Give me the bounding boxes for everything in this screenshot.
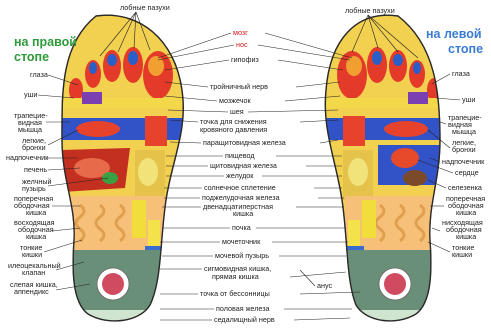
left-side-labels: глаза уши трапецие- видная мышца легкие,…: [6, 70, 61, 296]
right-foot: [62, 15, 187, 330]
label-trapezius-left-3: мышца: [452, 127, 476, 136]
label-transverse-colon-r-3: кишка: [26, 208, 46, 217]
label-bp-point-2: кровяного давления: [200, 125, 267, 134]
label-ears-right: уши: [24, 90, 37, 99]
label-liver: печень: [24, 165, 47, 174]
label-cecum-2: аппендикс: [14, 287, 49, 296]
label-anus: анус: [317, 281, 332, 290]
label-trapezius-right-3: мышца: [18, 125, 42, 134]
label-duodenum-2: кишка: [233, 209, 253, 218]
label-cerebellum: мозжечок: [219, 96, 251, 105]
left-foot-title-line2: стопе: [448, 42, 483, 56]
label-eyes-left: глаза: [452, 69, 470, 78]
label-heart: сердце: [455, 168, 479, 177]
left-foot: [322, 15, 447, 330]
heart-zone: [391, 148, 419, 168]
label-pancreas: поджелудочная железа: [202, 193, 280, 202]
label-gonad: половая железа: [216, 304, 270, 313]
label-bladder: мочевой пузырь: [215, 251, 269, 260]
label-lungs-right-2: бронхи: [22, 143, 46, 152]
top-left-sinus-label: лобные пазухи: [120, 3, 170, 12]
label-lungs-left-2: бронхи: [452, 145, 476, 154]
label-stomach: желудок: [226, 171, 254, 180]
label-spleen: селезенка: [448, 183, 482, 192]
label-ileocecal-2: клапан: [22, 268, 45, 277]
label-descending-colon-3: кишка: [456, 232, 476, 241]
label-gallbladder-2: пузырь: [22, 184, 46, 193]
label-esophagus: пищевод: [225, 151, 255, 160]
label-parathyroid: паращитовидная железа: [203, 138, 286, 147]
label-ureter: мочеточник: [222, 237, 261, 246]
label-brain: мозг: [233, 28, 248, 37]
label-small-intestine-l-2: кишки: [452, 250, 472, 259]
label-trigeminal: тройничный нерв: [210, 82, 268, 91]
label-neck: шея: [230, 107, 244, 116]
label-small-intestine-r-2: кишки: [22, 250, 42, 259]
label-ears-left: уши: [462, 95, 475, 104]
label-nose: нос: [236, 40, 248, 49]
label-thyroid: щитовидная железа: [210, 161, 277, 170]
right-foot-title-line2: стопе: [14, 50, 49, 64]
label-adrenal-left: надпочечник: [442, 157, 485, 166]
label-sigmoid-2: прямая кишка: [212, 272, 259, 281]
label-kidney: почка: [232, 223, 251, 232]
label-adrenal-right: надпочечник: [6, 153, 49, 162]
label-pituitary: гипофиз: [231, 55, 259, 64]
left-foot-title-line1: на левой: [426, 27, 482, 41]
label-insomnia-point: точка от бессонницы: [200, 289, 270, 298]
top-right-sinus-label: лобные пазухи: [345, 6, 395, 15]
label-transverse-colon-l-3: кишка: [456, 208, 476, 217]
label-eyes-right: глаза: [30, 70, 48, 79]
label-solar-plexus: солнечное сплетение: [204, 183, 276, 192]
label-sciatic-nerve: седалищный нерв: [214, 315, 275, 324]
label-ascending-colon-3: кишка: [26, 232, 46, 241]
right-foot-title-line1: на правой: [14, 35, 77, 49]
right-side-labels: глаза уши трапецие- видная мышца легкие,…: [442, 69, 485, 259]
